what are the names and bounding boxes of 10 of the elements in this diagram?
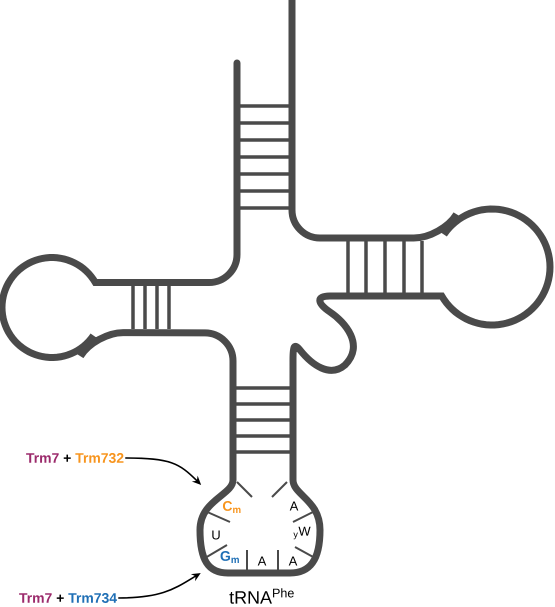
enzyme-label: Trm7 + Trm734 — [19, 593, 117, 603]
molecule-label: tRNA$^{Phe}$ — [229, 588, 294, 604]
nucleotide-label: G$_{m}$ — [220, 551, 239, 563]
nucleotide-label: A — [288, 556, 298, 566]
nucleotide-label: A — [290, 502, 298, 510]
nucleotide-label: $_{y}$W — [293, 526, 311, 540]
nucleotide-label: C$_{m}$ — [222, 501, 241, 513]
enzyme-label: Trm7 + Trm732 — [26, 453, 124, 463]
nucleotide-label: U — [212, 530, 220, 540]
nucleotide-label: A — [258, 556, 266, 566]
